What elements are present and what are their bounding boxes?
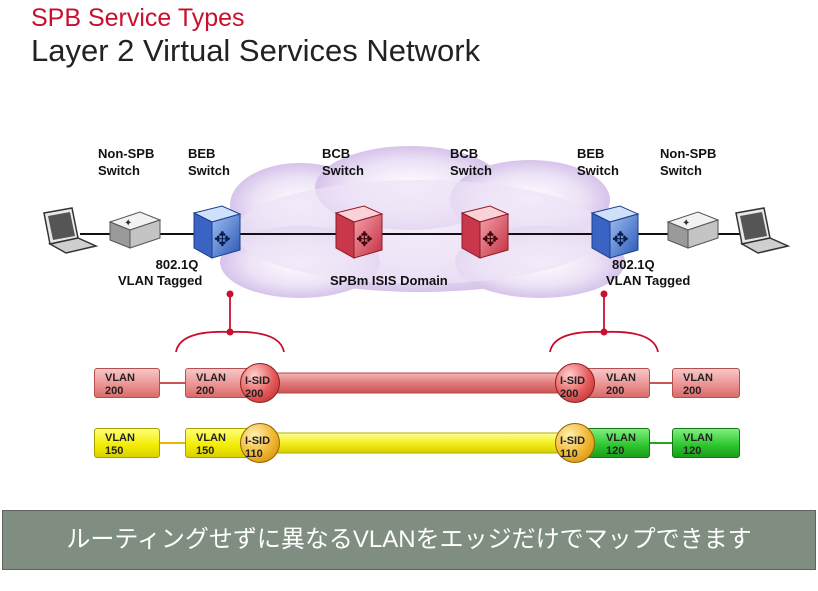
vlan-box: VLAN 200 [672,368,740,398]
isid-ball: I-SID 110 [240,423,280,463]
bcb-switch-icon-2: ✥ [460,205,510,259]
vlan-id: 150 [105,445,124,457]
yellow-service-tunnel [261,432,575,454]
vlan-id: 150 [196,445,215,457]
callout-dot-right [600,290,608,298]
vlan-id: 200 [196,385,215,397]
node-label-line2: Switch [98,163,140,178]
isid-ball: I-SID 110 [555,423,595,463]
node-label-line2: Switch [450,163,492,178]
vlan-id: 200 [683,385,702,397]
network-diagram: ✦ ✦ ✥ ✥ ✥ ✥ [43,146,791,454]
isid-id: 200 [245,388,264,400]
vlan-box: VLAN 120 [672,428,740,458]
vlan-label: VLAN [196,432,226,444]
svg-text:✥: ✥ [482,227,499,251]
svg-text:✦: ✦ [682,218,690,229]
callout-dot-left [226,290,234,298]
link-label-line2: VLAN Tagged [118,273,203,288]
svg-text:✥: ✥ [612,227,629,251]
vlan-label: VLAN [606,372,636,384]
node-label-bcb-2: BCB Switch [450,145,492,179]
node-label-bcb-1: BCB Switch [322,145,364,179]
domain-label: SPBm ISIS Domain [330,273,448,288]
node-label-line1: BCB [450,146,479,161]
vlan-label: VLAN [606,432,636,444]
callout-dot-left-2 [226,328,234,336]
beb-switch-icon-right: ✥ [590,205,640,259]
link-label-line1: 802.1Q [612,257,655,272]
isid-label: I-SID [245,375,271,387]
non-spb-switch-icon-left: ✦ [108,211,162,249]
isid-label: I-SID [245,435,271,447]
node-label-line2: Switch [322,163,364,178]
beb-switch-icon-left: ✥ [192,205,242,259]
node-label-non-spb-right: Non-SPB Switch [660,145,716,179]
caption-banner: ルーティングせずに異なるVLANをエッジだけでマップできます [2,510,816,570]
vlan-id: 120 [683,445,702,457]
link-label-right-2: VLAN Tagged [606,272,690,289]
svg-text:✥: ✥ [214,227,231,251]
node-label-line1: Non-SPB [660,146,717,161]
node-label-line1: BEB [188,146,216,161]
isid-id: 110 [560,448,578,460]
vlan-label: VLAN [105,432,135,444]
slide-subtitle: SPB Service Types [31,4,245,32]
callout-dot-right-2 [600,328,608,336]
link-label-line2: VLAN Tagged [606,273,691,288]
vlan-label: VLAN [196,372,226,384]
vlan-label: VLAN [105,372,135,384]
bcb-switch-icon-1: ✥ [334,205,384,259]
link-label-left: 802.1Q [142,256,212,273]
vlan-label: VLAN [683,372,713,384]
vlan-id: 200 [105,385,124,397]
node-label-line2: Switch [577,163,619,178]
isid-label: I-SID [560,375,586,387]
link-label-left-2: VLAN Tagged [118,272,202,289]
vlan-label: VLAN [683,432,713,444]
isid-id: 200 [560,388,579,400]
vlan-id: 120 [606,445,625,457]
red-service-tunnel [261,372,575,394]
slide-title: Layer 2 Virtual Services Network [31,33,481,68]
link-label-right: 802.1Q [612,256,655,273]
vlan-box: VLAN 120 [585,428,650,458]
link-label-line1: 802.1Q [155,257,199,272]
non-spb-switch-icon-right: ✦ [666,211,720,249]
node-label-line1: BEB [577,146,605,161]
node-label-line2: Switch [660,163,702,178]
svg-text:✥: ✥ [356,227,373,251]
isid-label: I-SID [560,435,586,447]
node-label-line1: BCB [322,146,351,161]
node-label-non-spb-left: Non-SPB Switch [98,145,154,179]
laptop-icon-right [735,207,791,254]
vlan-id: 200 [606,385,625,397]
callout-bracket-right [549,294,659,353]
node-label-beb-right: BEB Switch [577,145,619,179]
node-label-line2: Switch [188,163,230,178]
isid-id: 110 [245,448,263,460]
isid-ball: I-SID 200 [555,363,595,403]
vlan-box: VLAN 150 [94,428,160,458]
node-label-beb-left: BEB Switch [188,145,230,179]
laptop-icon-left [43,207,99,254]
node-label-line1: Non-SPB [98,146,155,161]
svg-text:✦: ✦ [124,218,132,229]
vlan-box: VLAN 200 [585,368,650,398]
isid-ball: I-SID 200 [240,363,280,403]
callout-bracket-left [175,294,285,353]
vlan-box: VLAN 200 [94,368,160,398]
